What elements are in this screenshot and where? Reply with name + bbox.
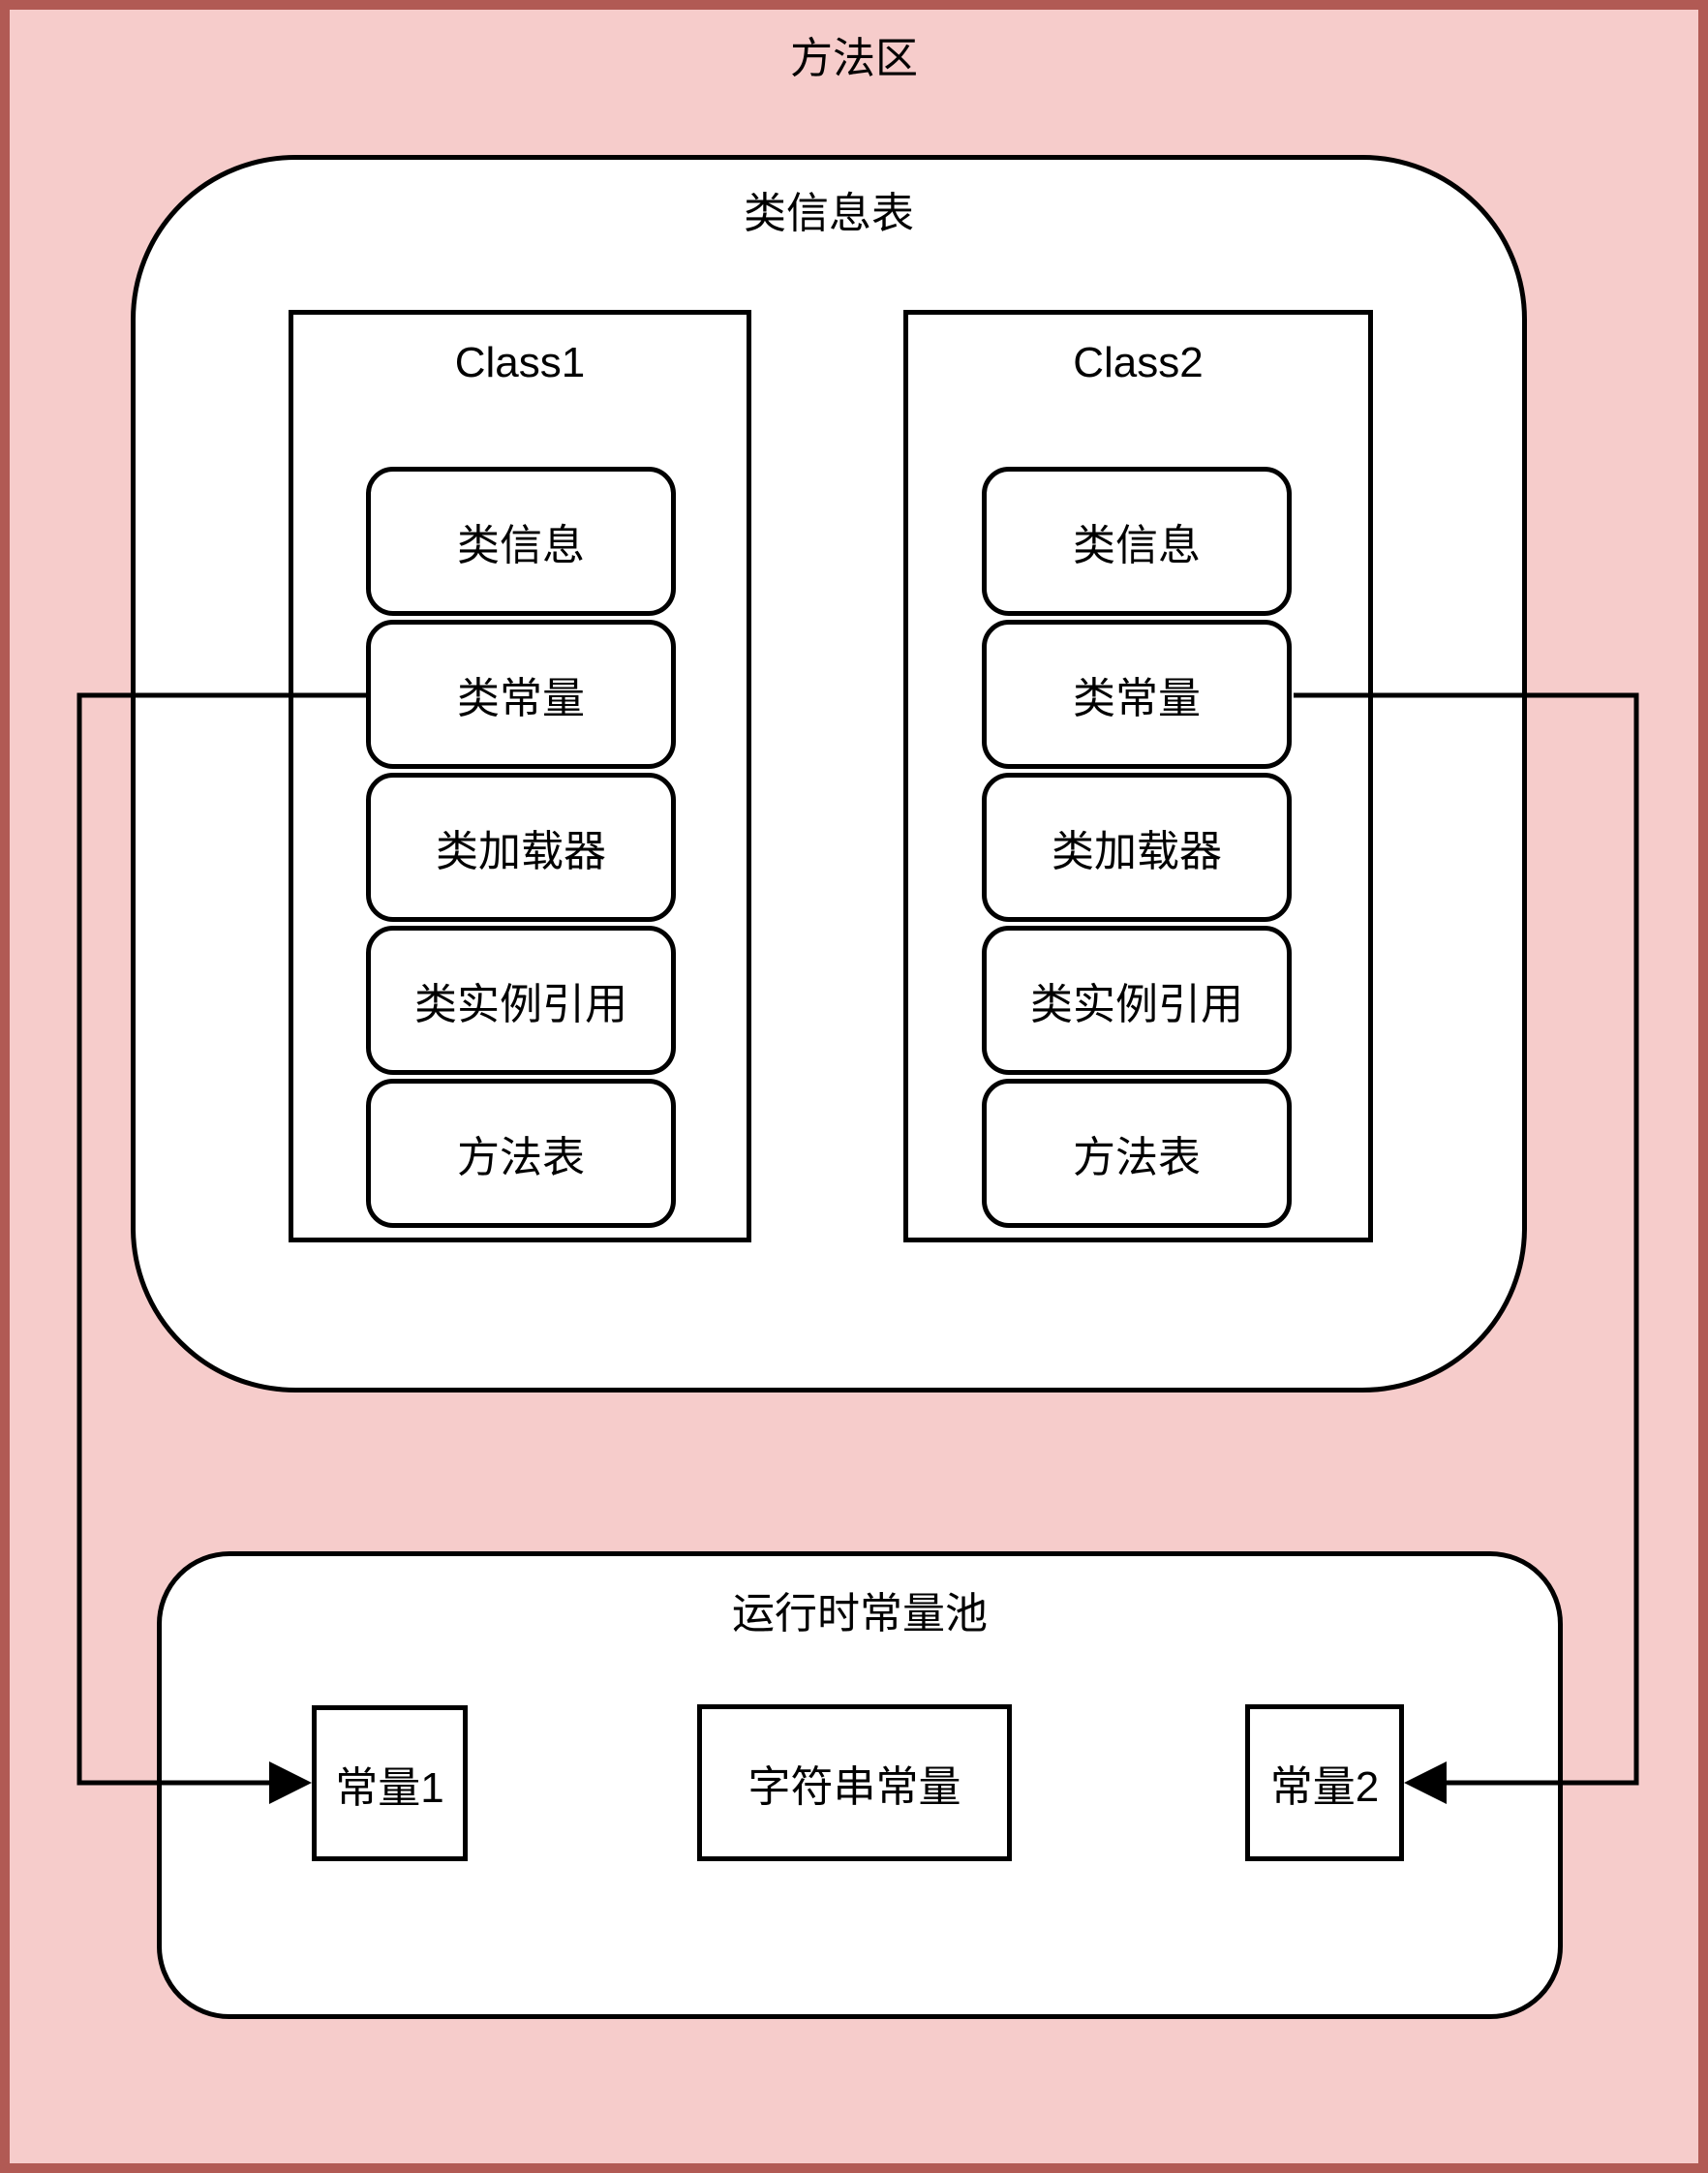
- class2-slot-class-info: 类信息: [982, 467, 1292, 616]
- class1-slot-class-loader: 类加载器: [366, 773, 676, 922]
- class1-slot-method-table: 方法表: [366, 1079, 676, 1228]
- class2-slot-instance-refs: 类实例引用: [982, 926, 1292, 1075]
- string-constant-box: 字符串常量: [697, 1704, 1012, 1861]
- constant1-box: 常量1: [312, 1705, 468, 1861]
- constant2-box: 常量2: [1245, 1704, 1404, 1861]
- class1-title: Class1: [454, 339, 586, 386]
- class2-slot-method-table: 方法表: [982, 1079, 1292, 1228]
- runtime-constant-pool-title: 运行时常量池: [732, 1590, 988, 1637]
- class2-title: Class2: [1073, 339, 1204, 386]
- method-area-title: 方法区: [790, 35, 918, 82]
- class1-slot-class-constants: 类常量: [366, 620, 676, 769]
- class1-slot-class-info: 类信息: [366, 467, 676, 616]
- class1-slot-instance-refs: 类实例引用: [366, 926, 676, 1075]
- class-info-table-title: 类信息表: [744, 190, 914, 237]
- class2-slot-class-constants: 类常量: [982, 620, 1292, 769]
- class2-slot-class-loader: 类加载器: [982, 773, 1292, 922]
